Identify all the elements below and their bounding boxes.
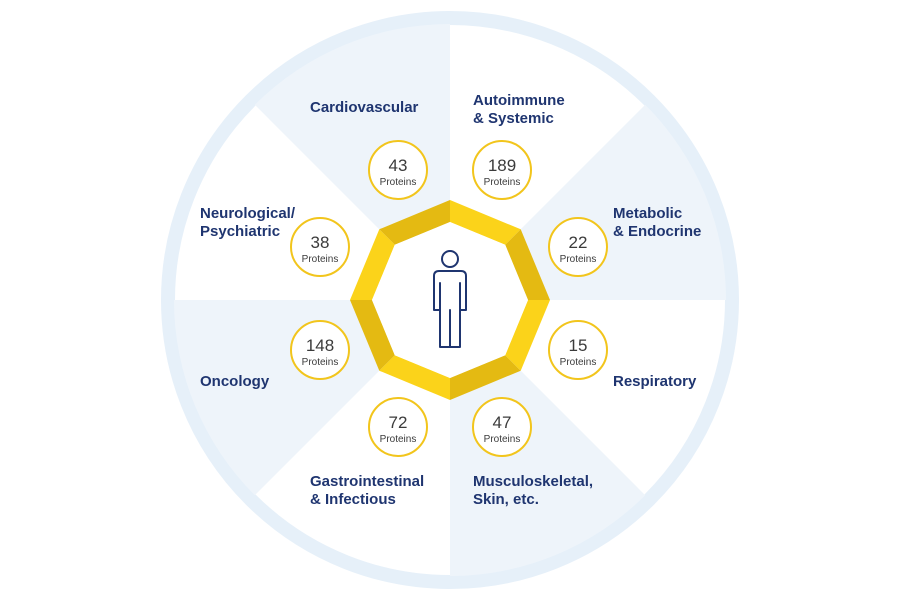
badge-circle: [290, 320, 350, 380]
protein-unit-label: Proteins: [380, 177, 417, 188]
octagon-segment: [350, 229, 395, 300]
protein-unit-label: Proteins: [560, 254, 597, 265]
category-label-oncology: Oncology: [200, 373, 270, 390]
category-label-musculoskeletal: Musculoskeletal,Skin, etc.: [473, 473, 593, 508]
center-octagon: [350, 200, 550, 400]
category-labels: Cardiovascular Autoimmune& SystemicMetabo…: [200, 92, 701, 508]
protein-count: 72: [389, 413, 408, 432]
category-label-autoimmune: Autoimmune& Systemic: [473, 92, 565, 127]
protein-count: 189: [488, 156, 516, 175]
protein-count: 38: [311, 233, 330, 252]
badge-circle: [368, 140, 428, 200]
category-label-gastrointestinal: Gastrointestinal& Infectious: [310, 473, 424, 508]
octagon-segment: [450, 200, 521, 245]
protein-unit-label: Proteins: [484, 177, 521, 188]
badge-circle: [472, 140, 532, 200]
badge-circle: [548, 320, 608, 380]
octagon-segment: [505, 300, 550, 371]
category-label-line: Metabolic: [613, 205, 682, 222]
protein-count: 22: [569, 233, 588, 252]
category-label-line: Oncology: [200, 373, 270, 390]
outer-ring: [161, 11, 739, 589]
category-label-line: Neurological/: [200, 205, 296, 222]
category-label-line: Respiratory: [613, 373, 697, 390]
category-label-line: Autoimmune: [473, 92, 565, 109]
octagon-segment: [350, 300, 395, 371]
person-icon: [433, 250, 467, 348]
octagon-segment: [379, 355, 450, 400]
protein-count-badges: 43Proteins189Proteins22Proteins15Protein…: [290, 140, 608, 457]
protein-unit-label: Proteins: [380, 434, 417, 445]
protein-unit-label: Proteins: [484, 434, 521, 445]
category-label-line: & Endocrine: [613, 223, 701, 240]
protein-count: 148: [306, 336, 334, 355]
octagon-segment: [379, 200, 450, 245]
category-label-line: Skin, etc.: [473, 491, 539, 508]
protein-unit-label: Proteins: [302, 254, 339, 265]
category-label-metabolic: Metabolic& Endocrine: [613, 205, 701, 240]
octagon-inner: [372, 222, 528, 378]
protein-count: 15: [569, 336, 588, 355]
octagon-segment: [450, 355, 521, 400]
category-label-cardiovascular: Cardiovascular: [310, 99, 419, 116]
category-label-neurological: Neurological/Psychiatric: [200, 205, 296, 240]
category-label-line: Musculoskeletal,: [473, 473, 593, 490]
protein-count: 47: [493, 413, 512, 432]
category-label-line: Gastrointestinal: [310, 473, 424, 490]
protein-unit-label: Proteins: [302, 357, 339, 368]
category-label-line: & Infectious: [310, 491, 396, 508]
protein-unit-label: Proteins: [560, 357, 597, 368]
badge-circle: [548, 217, 608, 277]
protein-count: 43: [389, 156, 408, 175]
badge-circle: [290, 217, 350, 277]
category-label-respiratory: Respiratory: [613, 373, 697, 390]
badge-circle: [368, 397, 428, 457]
octagon-segment: [505, 229, 550, 300]
category-label-line: Psychiatric: [200, 223, 280, 240]
badge-circle: [472, 397, 532, 457]
category-label-line: Cardiovascular: [310, 99, 419, 116]
category-label-line: & Systemic: [473, 110, 554, 127]
